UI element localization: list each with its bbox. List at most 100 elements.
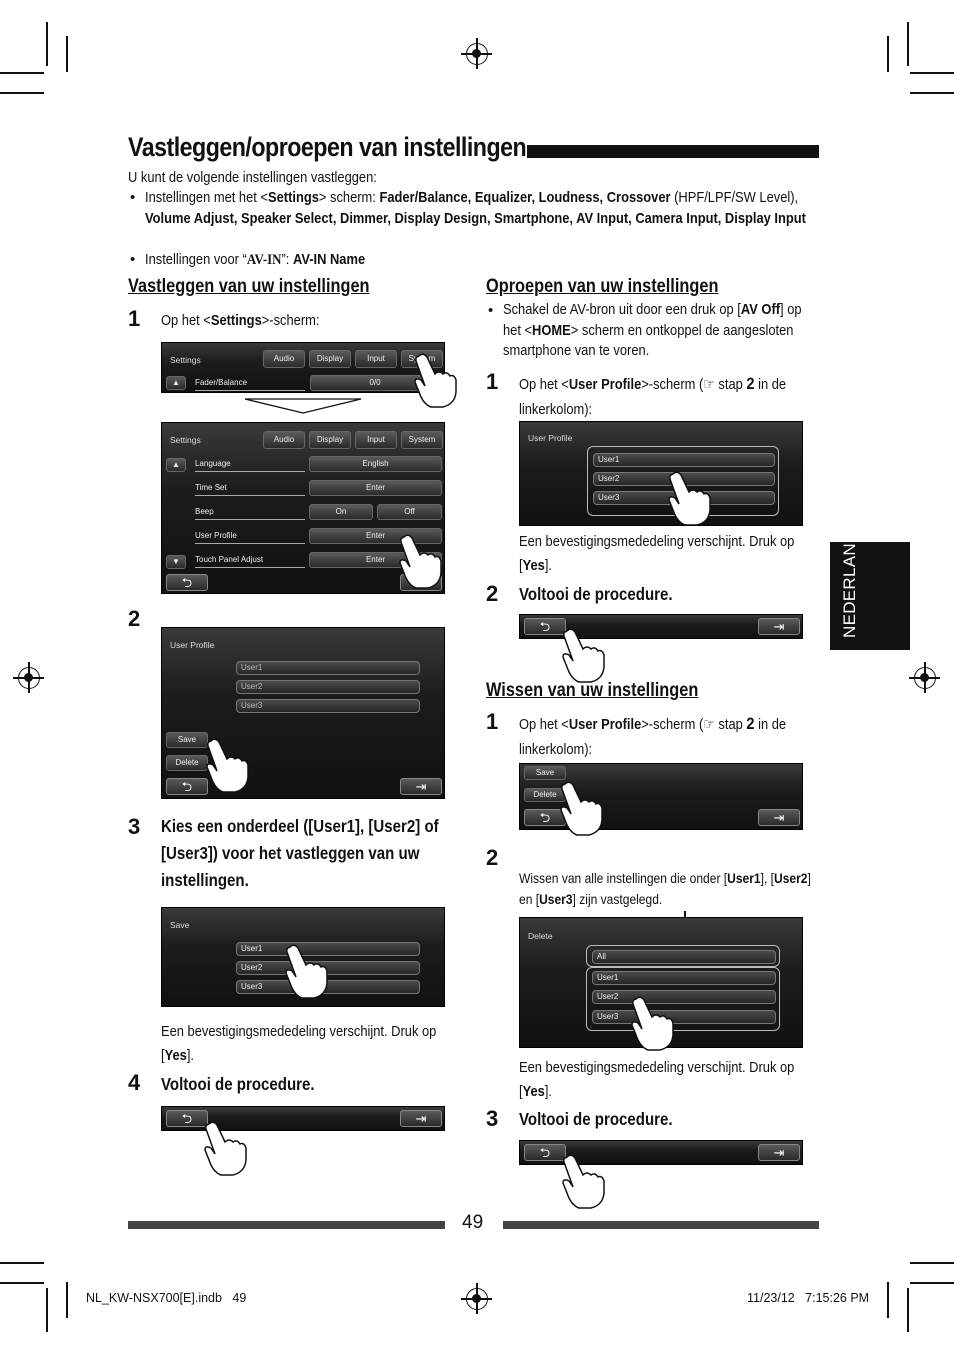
- hand-pointer-icon: [413, 352, 457, 408]
- user1-slot[interactable]: User1: [236, 942, 420, 956]
- userprofile-row[interactable]: User Profile: [195, 531, 305, 544]
- highlight-frame: [586, 967, 780, 1031]
- timeset-enter[interactable]: Enter: [309, 480, 442, 496]
- user2-slot[interactable]: User2: [236, 680, 420, 694]
- delete-step1-text: Op het <User Profile>-scherm (☞ stap 2 i…: [519, 714, 787, 758]
- step4-text: Voltooi de procedure.: [161, 1074, 315, 1094]
- tab-system[interactable]: System: [401, 431, 443, 449]
- registration-mark-icon: [13, 662, 44, 693]
- bullet-dot: •: [130, 251, 136, 268]
- crop-mark: [910, 92, 954, 94]
- crop-mark: [0, 72, 44, 74]
- page-number: 49: [462, 1212, 484, 1233]
- crop-mark: [910, 1262, 954, 1264]
- screen-title: User Profile: [170, 640, 215, 650]
- bullet-settings-text: Instellingen met het <Settings> scherm: …: [145, 189, 806, 227]
- all-slot[interactable]: All: [592, 950, 776, 964]
- side-tab-label: NEDERLANDS: [840, 518, 859, 638]
- crop-mark: [46, 1288, 48, 1332]
- exit-icon[interactable]: ⇥: [400, 1110, 442, 1127]
- step1-text: Op het <Settings>-scherm:: [161, 312, 320, 329]
- hand-pointer-icon: [667, 470, 711, 526]
- crop-mark: [910, 72, 954, 74]
- back-icon[interactable]: ⮌: [524, 618, 566, 635]
- back-icon[interactable]: ⮌: [166, 1110, 208, 1127]
- bullet-avin-text: Instellingen voor “AV-IN”: AV-IN Name: [145, 251, 366, 268]
- exit-icon[interactable]: ⇥: [758, 809, 800, 826]
- hand-pointer-icon: [630, 995, 674, 1051]
- left-section-heading: Vastleggen van uw instellingen: [128, 276, 370, 297]
- back-icon[interactable]: ⮌: [524, 1144, 566, 1161]
- language-value[interactable]: English: [309, 456, 442, 472]
- beep-off[interactable]: Off: [377, 504, 442, 520]
- step-number: 2: [486, 845, 499, 870]
- user1-slot[interactable]: User1: [593, 453, 775, 467]
- timeset-row[interactable]: Time Set: [195, 483, 305, 496]
- tab-display[interactable]: Display: [309, 431, 351, 449]
- scroll-up-button[interactable]: ▲: [166, 376, 186, 390]
- crop-mark: [887, 1282, 889, 1318]
- user1-slot[interactable]: User1: [236, 661, 420, 675]
- scroll-down-button[interactable]: ▼: [166, 555, 186, 569]
- user3-slot[interactable]: User3: [592, 1010, 776, 1024]
- language-side-tab: NEDERLANDS: [830, 519, 910, 650]
- back-icon[interactable]: ⮌: [166, 778, 208, 795]
- right-step1-text: Op het <User Profile>-scherm (☞ stap 2 i…: [519, 374, 787, 418]
- user3-slot[interactable]: User3: [236, 980, 420, 994]
- exit-icon[interactable]: ⇥: [400, 778, 442, 795]
- page-title: Vastleggen/oproepen van instellingen: [128, 132, 527, 162]
- confirm-text: Een bevestigingsmededeling verschijnt. D…: [519, 1059, 795, 1100]
- intro-text: U kunt de volgende instellingen vastlegg…: [128, 169, 377, 186]
- hand-pointer-icon: [203, 1120, 247, 1176]
- back-icon[interactable]: ⮌: [166, 574, 208, 591]
- user2-slot[interactable]: User2: [236, 961, 420, 975]
- fader-row[interactable]: Fader/Balance: [195, 378, 305, 391]
- step-number: 3: [486, 1106, 499, 1131]
- step-number: 2: [486, 581, 499, 606]
- crop-mark: [887, 36, 889, 72]
- crop-mark: [0, 92, 44, 94]
- exit-icon[interactable]: ⇥: [758, 618, 800, 635]
- footer-file-name: NL_KW-NSX700[E].indb 49: [86, 1291, 247, 1305]
- screen-title: Delete: [528, 931, 553, 941]
- tab-display[interactable]: Display: [309, 350, 351, 368]
- beep-row[interactable]: Beep: [195, 507, 305, 520]
- delete-button[interactable]: Delete: [166, 755, 208, 771]
- beep-on[interactable]: On: [309, 504, 373, 520]
- save-button[interactable]: Save: [524, 766, 566, 780]
- crop-mark: [0, 1262, 44, 1264]
- bottom-bar-screen: ⮌ ⇥: [519, 1140, 803, 1165]
- user1-slot[interactable]: User1: [592, 971, 776, 985]
- confirm-text: Een bevestigingsmededeling verschijnt. D…: [519, 533, 795, 574]
- tab-audio[interactable]: Audio: [263, 350, 305, 368]
- step-number: 3: [128, 814, 141, 839]
- user-profile-screen: User Profile User1 User2 User3 Save Dele…: [161, 627, 445, 799]
- hand-pointer-icon: [284, 943, 328, 999]
- user-profile-screen-recall: User Profile User1 User2 User3: [519, 421, 803, 526]
- exit-icon[interactable]: ⇥: [758, 1144, 800, 1161]
- footer-bar-right: [503, 1221, 819, 1229]
- step-number: 1: [486, 709, 499, 734]
- language-row[interactable]: Language: [195, 459, 305, 472]
- step-number: 1: [486, 369, 499, 394]
- delete-step2-text: Wissen van alle instellingen die onder […: [519, 870, 811, 907]
- confirm-text: Een bevestigingsmededeling verschijnt. D…: [161, 1023, 437, 1064]
- step-number: 4: [128, 1070, 141, 1095]
- delete-section-heading: Wissen van uw instellingen: [486, 680, 699, 701]
- tab-input[interactable]: Input: [355, 431, 397, 449]
- screen-title: Settings: [170, 435, 201, 445]
- user2-slot[interactable]: User2: [592, 990, 776, 1004]
- crop-mark: [0, 1282, 44, 1284]
- bullet-dot: •: [130, 189, 136, 206]
- crop-mark: [66, 36, 68, 72]
- touch-row[interactable]: Touch Panel Adjust: [195, 555, 305, 568]
- footer-timestamp: 11/23/12 7:15:26 PM: [747, 1291, 870, 1305]
- hand-pointer-icon: [205, 737, 249, 793]
- tab-audio[interactable]: Audio: [263, 431, 305, 449]
- crop-mark: [907, 22, 909, 66]
- crop-mark: [66, 1282, 68, 1318]
- save-button[interactable]: Save: [166, 732, 208, 748]
- scroll-up-button[interactable]: ▲: [166, 458, 186, 472]
- tab-input[interactable]: Input: [355, 350, 397, 368]
- user3-slot[interactable]: User3: [236, 699, 420, 713]
